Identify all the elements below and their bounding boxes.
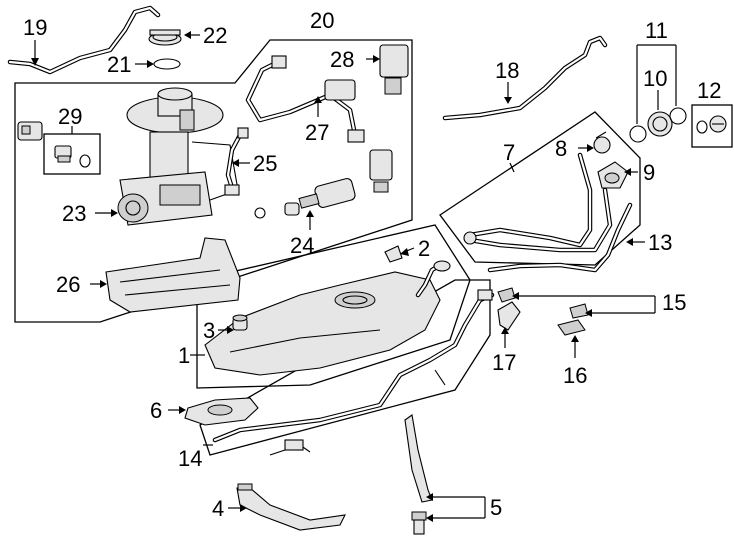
- callout-15-arrow-lower: [585, 309, 592, 317]
- part-17-bracket: [497, 301, 521, 331]
- part-13-filler-hose: [487, 202, 633, 273]
- callout-24-arrow: [306, 210, 314, 217]
- part-3-pad: [232, 314, 248, 331]
- callout-19-arrow: [31, 58, 39, 66]
- callout-16: 16: [563, 363, 587, 388]
- callout-18-arrow: [504, 97, 512, 104]
- group-7-outline: [439, 111, 641, 266]
- part-19-vent-line: [7, 5, 161, 75]
- callout-22: 22: [203, 23, 227, 48]
- callout-27-arrow: [314, 96, 322, 103]
- part-1-fuel-tank: [204, 260, 451, 376]
- callout-16-arrow: [571, 335, 579, 342]
- part-5-strap-and-bolt: [404, 414, 433, 535]
- callout-22-arrow: [184, 31, 191, 39]
- part-11-gasket-left: [629, 125, 647, 143]
- callout-29: 29: [58, 104, 82, 129]
- part-26-tank-protector: [105, 237, 241, 313]
- callout-2-arrow: [400, 248, 409, 256]
- part-22-lock-ring: [148, 29, 182, 46]
- callout-8-arrow: [587, 144, 594, 152]
- part-21-gasket: [153, 58, 181, 70]
- callout-24: 24: [290, 233, 314, 258]
- group-20-outline: [14, 39, 413, 323]
- callout-5-arrow-upper: [426, 493, 433, 501]
- callout-7: 7: [503, 140, 515, 165]
- part-2-bracket: [384, 245, 403, 263]
- callout-25-arrow: [232, 159, 239, 167]
- callout-9: 9: [643, 160, 655, 185]
- group-12-outline: [691, 104, 733, 148]
- callout-21-arrow: [147, 60, 154, 68]
- part-25-wire-harness: [224, 127, 249, 196]
- part-4-tank-strap: [236, 483, 346, 531]
- callout-3-arrow: [227, 326, 234, 334]
- callout-4: 4: [212, 496, 224, 521]
- part-18-vent-hose: [442, 35, 608, 121]
- fuel-clip-left: [17, 121, 43, 141]
- part-7-filler-pipe: [463, 152, 613, 253]
- callout-28: 28: [330, 47, 354, 72]
- callout-19: 19: [23, 15, 47, 40]
- part-9-filler-neck-housing: [597, 161, 629, 189]
- callout-17-arrow: [501, 327, 509, 334]
- callout-7-leader: [509, 162, 515, 173]
- callout-4-arrow: [240, 504, 247, 512]
- callout-17: 17: [492, 350, 516, 375]
- callout-25: 25: [253, 151, 277, 176]
- callout-6: 6: [150, 398, 162, 423]
- callout-27: 27: [305, 120, 329, 145]
- group-29-outline: [43, 133, 101, 175]
- callout-26-arrow: [100, 280, 107, 288]
- callout-28-arrow: [373, 55, 380, 63]
- callout-15-arrow-upper: [512, 292, 519, 300]
- callout-23: 23: [62, 201, 86, 226]
- callout-18: 18: [495, 58, 519, 83]
- group-14-outline: [199, 279, 491, 456]
- callout-21: 21: [107, 52, 131, 77]
- callout-14: 14: [178, 446, 202, 471]
- part-10-filler-cap: [647, 111, 673, 137]
- callout-1: 1: [178, 343, 190, 368]
- callout-13-arrow: [626, 238, 633, 246]
- callout-5: 5: [490, 495, 502, 520]
- group-1-outline: [196, 224, 471, 389]
- part-6-heat-shield: [184, 397, 259, 426]
- part-23-fuel-pump-module: [117, 87, 239, 226]
- callout-5-arrow-lower: [426, 514, 433, 522]
- part-14-fuel-lines: [212, 289, 495, 456]
- callout-6-arrow: [179, 406, 186, 414]
- part-12-fuel-door-parts: [696, 115, 727, 134]
- callout-13: 13: [648, 230, 672, 255]
- callout-11: 11: [645, 18, 668, 43]
- callout-9-arrow: [624, 168, 631, 176]
- callout-15: 15: [662, 290, 686, 315]
- part-15-clips: [497, 287, 589, 319]
- callout-23-arrow: [111, 209, 118, 217]
- part-29-connector: [54, 145, 91, 168]
- callout-10: 10: [643, 66, 667, 91]
- callout-12: 12: [697, 78, 721, 103]
- callout-8: 8: [555, 136, 567, 161]
- part-11-gasket-right: [669, 107, 687, 125]
- part-16-clip: [557, 319, 586, 336]
- part-27-sender-wire: [245, 55, 365, 143]
- callout-3: 3: [203, 318, 215, 343]
- part-24-fuel-pump: [254, 178, 356, 219]
- callout-2: 2: [418, 236, 430, 261]
- callout-20: 20: [310, 8, 334, 33]
- part-28-fuel-level-sender: [369, 44, 409, 193]
- callout-26: 26: [56, 272, 80, 297]
- part-8-clamp: [593, 131, 611, 154]
